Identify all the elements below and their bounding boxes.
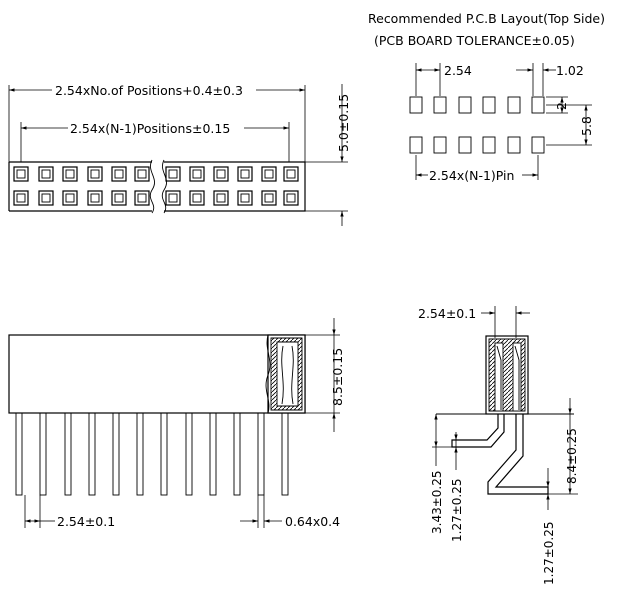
- pcb-span-label: 2.54x(N-1)Pin: [429, 168, 514, 183]
- front-view: 8.5±0.15 2.54±0.1 0.64x0.4: [8, 318, 345, 529]
- pcb-pads-row-1: [409, 96, 545, 114]
- pcb-layout-tolerance: (PCB BOARD TOLERANCE±0.05): [374, 33, 575, 48]
- upper-lead-offset-label: 3.43±0.25: [430, 471, 444, 535]
- lower-lead-offset-label: 8.4±0.25: [565, 428, 579, 484]
- front-view-pins: [15, 412, 289, 496]
- top-view-cavities-row-1: [13, 166, 299, 182]
- body-height-label: 8.5±0.15: [330, 348, 345, 406]
- pcb-layout-view: Recommended P.C.B Layout(Top Side) (PCB …: [368, 11, 605, 183]
- row-pitch-label: 2.54±0.1: [418, 306, 476, 321]
- pcb-pad-width-label: 1.02: [556, 63, 584, 78]
- top-view: 2.54xNo.of Positions+0.4±0.3 2.54x(N-1)P…: [8, 83, 351, 226]
- top-view-body-outline: [9, 161, 306, 212]
- lower-lead-thickness-label: 1.27±0.25: [542, 522, 556, 586]
- side-view: 2.54±0.1 3.43±0.25 1.27±0.25 1.27±0.25: [418, 306, 579, 585]
- overall-length-label: 2.54xNo.of Positions+0.4±0.3: [55, 83, 243, 98]
- width-label: 5.0±0.15: [336, 94, 351, 152]
- pcb-pads-row-2: [409, 136, 545, 154]
- lower-lead: [487, 414, 549, 495]
- pin-span-label: 2.54x(N-1)Positions±0.15: [70, 121, 230, 136]
- pcb-pad-length-label: 2: [554, 102, 569, 110]
- pin-pitch-label: 2.54±0.1: [57, 514, 115, 529]
- pin-size-label: 0.64x0.4: [285, 514, 340, 529]
- front-view-body: [8, 334, 306, 414]
- upper-lead: [451, 414, 505, 448]
- pcb-row-spacing-label: 5.8: [579, 116, 594, 136]
- upper-lead-thickness-label: 1.27±0.25: [450, 479, 464, 543]
- top-view-cavities-row-2: [13, 190, 299, 206]
- pcb-layout-title: Recommended P.C.B Layout(Top Side): [368, 11, 605, 26]
- pcb-pitch-label: 2.54: [444, 63, 472, 78]
